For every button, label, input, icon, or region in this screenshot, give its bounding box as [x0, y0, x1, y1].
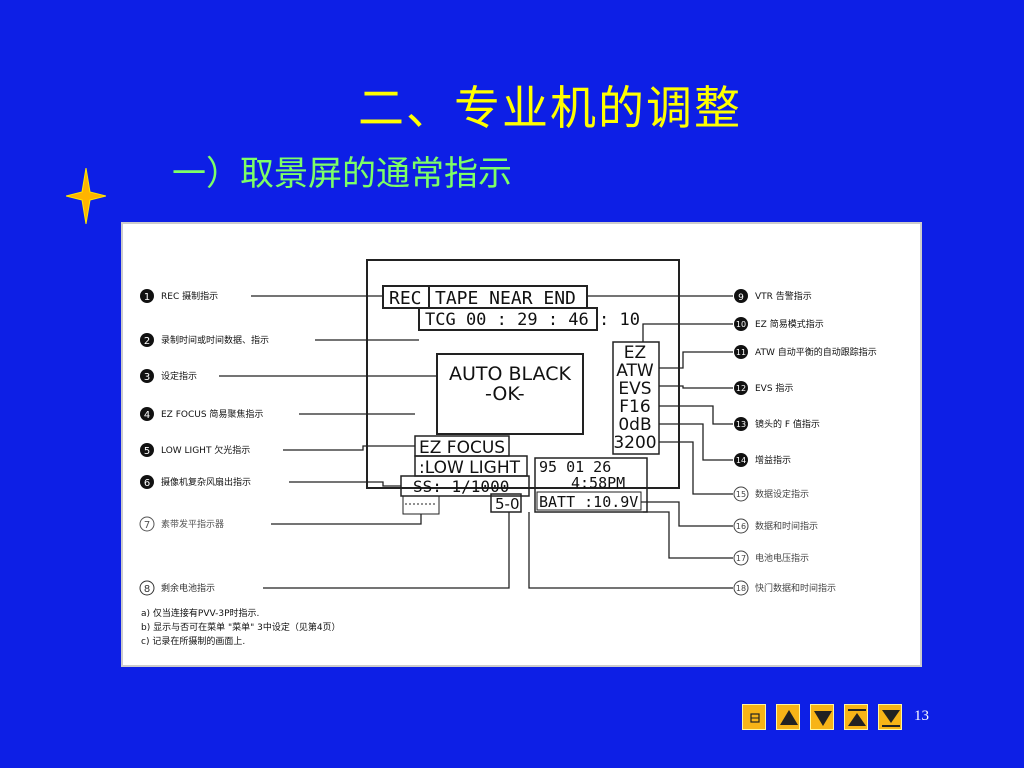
- viewfinder-frame: [366, 259, 680, 489]
- right-num-13: 13: [736, 420, 746, 429]
- stack-0db: 0dB: [618, 415, 651, 435]
- slide-title: 二、专业机的调整: [358, 81, 742, 135]
- right-label-12: EVS 指示: [755, 382, 793, 394]
- right-num-12: 12: [736, 384, 746, 393]
- stack-evs: EVS: [618, 379, 651, 399]
- batt-box: [536, 491, 642, 511]
- time-text: 4:58PM: [571, 474, 625, 492]
- right-label-11: ATW 自动平衡的自动跟踪指示: [755, 346, 877, 358]
- status-stack: EZ ATW EVS F16 0dB 3200: [612, 341, 660, 455]
- low-light-text: :LOW LIGHT: [419, 458, 521, 478]
- tcg-text: TCG 00 : 29 : 46 : 10: [425, 310, 640, 330]
- left-label-2: 录制时间或时间数据、指示: [161, 334, 269, 346]
- right-label-14: 增益指示: [755, 454, 791, 466]
- nav-last-button[interactable]: [878, 704, 902, 730]
- ss-text: SS: 1/1000: [413, 477, 509, 496]
- left-num-3: 3: [144, 372, 150, 383]
- right-label-10: EZ 简易模式指示: [755, 318, 824, 330]
- right-label-13: 镜头的 F 值指示: [755, 418, 820, 430]
- note-c: c) 记录在所摄制的画面上.: [141, 635, 245, 647]
- ez-focus-text: EZ FOCUS: [419, 438, 505, 458]
- stack-ez: EZ: [624, 343, 646, 363]
- right-num-10: 10: [736, 320, 746, 329]
- right-num-14: 14: [736, 456, 746, 465]
- left-label-7: 素带发平指示器: [161, 518, 224, 530]
- left-label-4: EZ FOCUS 简易聚焦指示: [161, 408, 263, 420]
- ss-sub-box: [490, 493, 522, 513]
- tcg-box: [418, 307, 598, 331]
- left-num-1: 1: [144, 292, 150, 303]
- slide-subtitle: 一）取景屏的通常指示: [172, 154, 512, 194]
- right-num-15: 15: [736, 490, 746, 499]
- right-label-16: 数据和时间指示: [755, 520, 818, 532]
- fan-indicator: [402, 495, 440, 515]
- viewfinder-diagram: REC TAPE NEAR END TCG 00 : 29 : 46 : 10 …: [121, 222, 922, 667]
- left-label-8: 剩余电池指示: [161, 582, 215, 594]
- nav-home-button[interactable]: [742, 704, 766, 730]
- right-num-9: 9: [738, 293, 744, 303]
- first-icon: [848, 709, 866, 726]
- right-num-16: 16: [736, 522, 746, 531]
- nav-next-button[interactable]: [810, 704, 834, 730]
- right-num-17: 17: [736, 554, 746, 563]
- left-labels: 1 REC 摄制指示 2 录制时间或时间数据、指示 3 设定指示 4 EZ FO…: [139, 289, 269, 596]
- date-text: 95 01 26: [539, 458, 611, 476]
- diagram-svg: REC TAPE NEAR END TCG 00 : 29 : 46 : 10 …: [139, 259, 877, 647]
- right-label-9: VTR 告警指示: [755, 290, 812, 302]
- ss-sub-text: 5-0: [495, 495, 520, 513]
- tape-text: TAPE NEAR END: [435, 288, 576, 309]
- nav-prev-button[interactable]: [776, 704, 800, 730]
- right-leader-lines: [528, 295, 733, 589]
- right-label-15: 数据设定指示: [755, 488, 809, 500]
- triangle-down-icon: [814, 711, 832, 726]
- stack-3200: 3200: [613, 433, 656, 453]
- note-b: b) 显示与否可在菜单 "菜单" 3中设定（见第4页）: [141, 621, 341, 633]
- page-number: 13: [914, 708, 929, 724]
- left-label-5: LOW LIGHT 欠光指示: [161, 444, 250, 456]
- left-num-7: 7: [144, 520, 150, 531]
- triangle-up-icon: [780, 710, 798, 725]
- notes: a) 仅当连接有PVV-3P时指示. b) 显示与否可在菜单 "菜单" 3中设定…: [141, 607, 341, 647]
- left-num-2: 2: [144, 336, 150, 347]
- left-label-1: REC 摄制指示: [161, 290, 218, 302]
- left-label-6: 摄像机复杂风扇出指示: [161, 476, 251, 488]
- left-num-4: 4: [144, 410, 150, 421]
- auto-black-text: AUTO BLACK: [449, 363, 571, 385]
- left-leader-lines: [219, 295, 510, 589]
- right-num-18: 18: [736, 584, 746, 593]
- stack-atw: ATW: [616, 361, 654, 381]
- sparkle-star-icon: [66, 168, 106, 224]
- auto-black-ok-text: -OK-: [485, 383, 525, 405]
- right-num-11: 11: [736, 348, 746, 357]
- left-label-3: 设定指示: [161, 370, 197, 382]
- batt-text: BATT :10.9V: [539, 493, 638, 511]
- stack-f16: F16: [619, 397, 650, 417]
- last-icon: [882, 710, 900, 727]
- auto-black-box: [436, 353, 584, 435]
- home-icon: [750, 713, 760, 723]
- right-label-18: 快门数据和时间指示: [755, 582, 836, 594]
- left-num-8: 8: [144, 584, 150, 595]
- note-a: a) 仅当连接有PVV-3P时指示.: [141, 607, 259, 619]
- left-num-5: 5: [144, 446, 150, 457]
- right-labels: 9 VTR 告警指示 10 EZ 简易模式指示 11 ATW 自动平衡的自动跟踪…: [733, 289, 877, 596]
- rec-text: REC: [389, 288, 422, 309]
- nav-first-button[interactable]: [844, 704, 868, 730]
- right-label-17: 电池电压指示: [755, 552, 809, 564]
- left-num-6: 6: [144, 478, 150, 489]
- date-box: [534, 457, 648, 513]
